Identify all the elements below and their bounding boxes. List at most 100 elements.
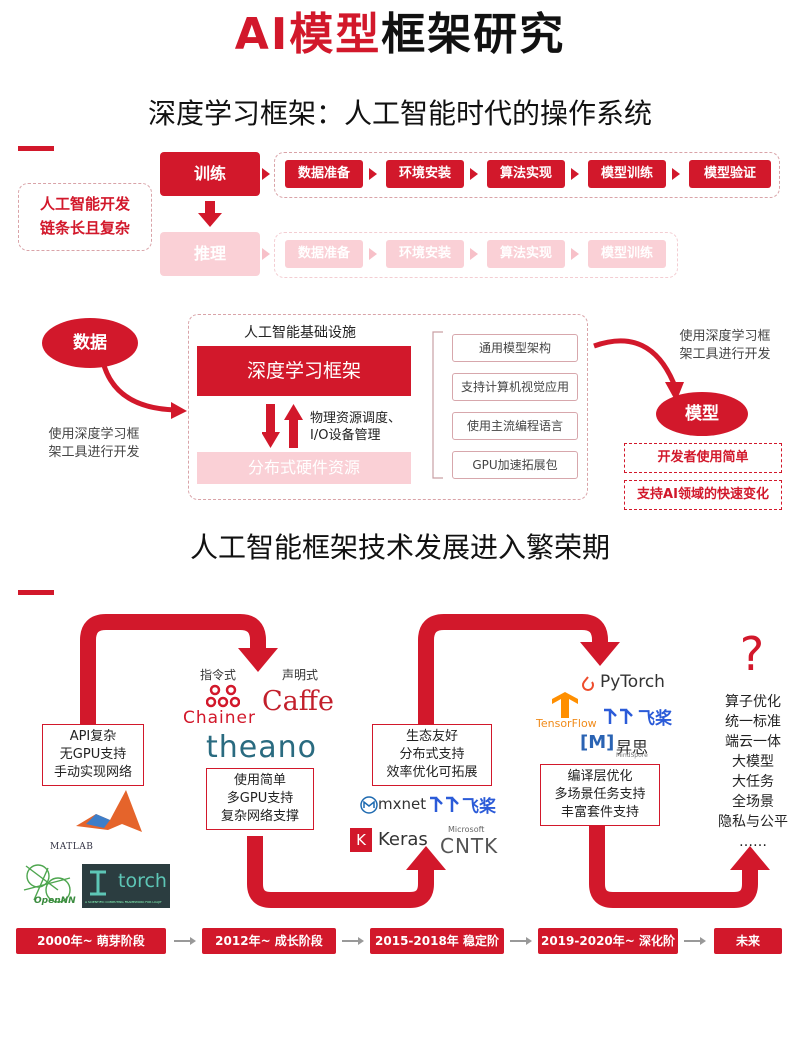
section-marker [18,590,54,595]
framework-block: 深度学习框架 [197,346,411,396]
infer-step: 环境安装 [386,240,464,268]
stage-label: 2019-2020年~ 深化阶段 [538,928,678,974]
paddle-label: 飞桨 [462,797,496,817]
future-item: 算子优化 [725,694,781,710]
infra-box [188,314,588,500]
stage4-desc-line: 编译层优化 [567,769,633,784]
future-item: 统一标准 [725,714,781,730]
data-caption-line2: 架工具进行开发 [48,445,140,460]
chainer-label: Chainer [183,708,257,728]
train-step: 环境安装 [386,160,464,188]
data-caption: 使用深度学习框 架工具进行开发 [34,426,154,462]
train-button: 训练 [160,152,260,196]
stage4-desc: 编译层优化 多场景任务支持 丰富套件支持 [540,764,660,826]
model-benefit: 支持AI领域的快速变化 [624,480,782,510]
chainer-logo [206,684,240,708]
chain-label-line2: 链条长且复杂 [39,219,130,237]
future-item: 大任务 [732,774,774,790]
future-item: 端云一体 [725,734,781,750]
arrow-right-icon [369,248,377,260]
feature-item: 支持计算机视觉应用 [452,373,578,401]
infer-step: 数据准备 [285,240,363,268]
stage-connector [342,940,358,942]
infer-step: 算法实现 [487,240,565,268]
stage2-desc: 使用简单 多GPU支持 复杂网络支撑 [206,768,314,830]
train-step: 模型验证 [689,160,771,188]
infer-step: 模型训练 [588,240,666,268]
train-steps-box [274,152,780,198]
stage1-desc-line: API复杂 [69,729,117,744]
title-part1: AI模型 [234,9,382,60]
torch-icon [90,870,106,896]
data-oval: 数据 [42,318,138,368]
opennn-label: OpenNN [34,896,76,906]
pytorch-icon [582,676,594,691]
train-step: 算法实现 [487,160,565,188]
stage1-desc: API复杂 无GPU支持 手动实现网络 [42,724,144,786]
sched-line1: 物理资源调度、 [310,411,402,426]
model-caption: 使用深度学习框 架工具进行开发 [665,328,785,364]
feature-item: GPU加速拓展包 [452,451,578,479]
train-step: 数据准备 [285,160,363,188]
data-caption-line1: 使用深度学习框 [48,427,140,442]
torch-sublabel: A SCIENTIFIC COMPUTING FRAMEWORK FOR LUA… [85,900,162,904]
cntk-label: CNTK [440,834,499,858]
stage1-desc-line: 手动实现网络 [53,765,132,780]
future-item: …… [739,834,767,850]
stage-label: 2000年~ 萌芽阶段 [16,928,166,954]
caffe-label: Caffe [262,686,334,717]
arrow-right-icon [190,937,196,945]
torch-logo: torch A SCIENTIFIC COMPUTING FRAMEWORK F… [82,864,170,908]
arrow-right-icon [369,168,377,180]
chain-label-line1: 人工智能开发 [39,195,130,213]
microsoft-label: Microsoft [448,825,485,834]
model-caption-line2: 架工具进行开发 [679,347,771,362]
paddle-icon [430,796,459,812]
matlab-logo [76,790,142,832]
infer-steps-box [274,232,678,278]
torch-label: torch [118,870,167,892]
pytorch-label: PyTorch [600,672,665,692]
chain-label-box [18,183,152,251]
sched-caption: 物理资源调度、 I/O设备管理 [310,410,401,444]
chain-label: 人工智能开发 链条长且复杂 [18,192,152,240]
paddle-icon [604,708,633,724]
stage3-desc-line: 分布式支持 [399,747,465,762]
declarative-tag: 声明式 [282,668,319,682]
stage3-desc-line: 效率优化可拓展 [386,765,478,780]
section-marker [18,146,54,151]
keras-icon: K [350,828,372,852]
mxnet-label: mxnet [378,795,427,813]
model-caption-line1: 使用深度学习框 [679,329,771,344]
stage-label: 2012年~ 成长阶段 [202,928,336,954]
model-oval: 模型 [656,392,748,436]
arrow-right-icon [262,248,270,260]
train-step: 模型训练 [588,160,666,188]
tensorflow-icon [552,692,578,718]
stage2-desc-line: 复杂网络支撑 [220,809,299,824]
stage-connector [510,940,526,942]
stage-connector [684,940,700,942]
title-part2: 框架研究 [381,9,566,60]
mindspore-sublabel: MindSpore [616,752,648,759]
arrow-right-icon [700,937,706,945]
arrow-down-icon [198,201,222,227]
model-benefit: 开发者使用简单 [624,443,782,473]
future-item: 全场景 [732,794,774,810]
infer-button: 推理 [160,232,260,276]
subtitle: 深度学习框架：人工智能时代的操作系统 [147,97,652,130]
hardware-block: 分布式硬件资源 [197,452,411,484]
question-mark-icon: ? [739,627,765,681]
curved-arrow-icon [100,361,187,419]
keras-label: Keras [378,829,428,850]
stage3-desc: 生态友好 分布式支持 效率优化可拓展 [372,724,492,786]
stage-connector [174,940,190,942]
mxnet-icon [360,796,378,814]
future-item: 隐私与公平 [718,814,788,830]
stage4-desc-line: 丰富套件支持 [560,805,639,820]
stage3-desc-line: 生态友好 [405,729,458,744]
stage1-desc-line: 无GPU支持 [59,747,127,762]
sched-line2: I/O设备管理 [310,428,381,443]
stage-label: 未来 [714,928,782,954]
arrow-right-icon [358,937,364,945]
